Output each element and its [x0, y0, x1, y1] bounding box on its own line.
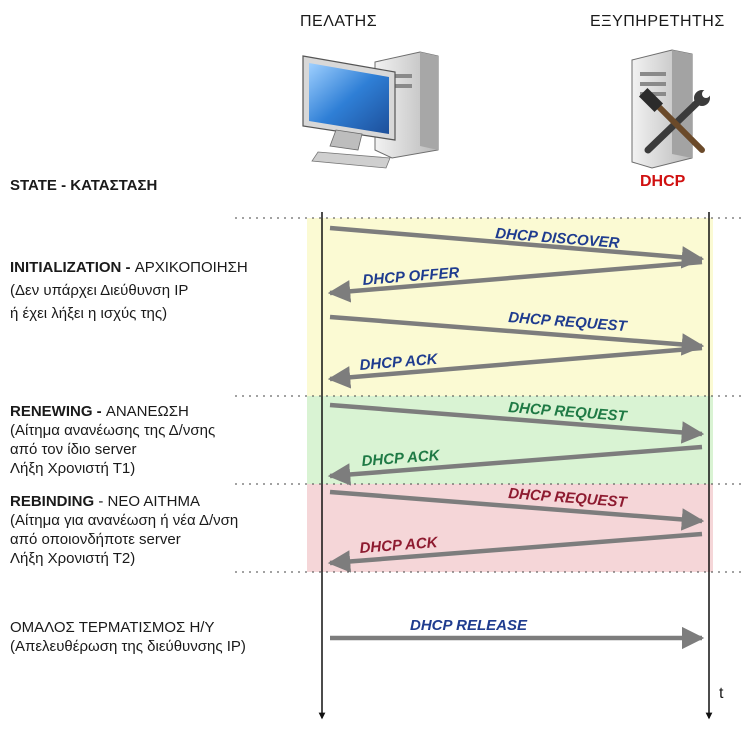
- message-arrow: [327, 444, 703, 486]
- state-initialization-line: ή έχει λήξει η ισχύς της): [10, 305, 168, 322]
- state-initialization-title: INITIALIZATION - ΑΡΧΙΚΟΠΟΙΗΣΗ: [10, 258, 248, 277]
- desktop-computer-icon: [302, 51, 439, 169]
- state-separators: [235, 217, 745, 573]
- server-dhcp-tag: DHCP: [640, 173, 686, 190]
- client-header: ΠΕΛΑΤΗΣ: [300, 13, 378, 30]
- message-arrow: [329, 225, 705, 269]
- message-arrow: [329, 489, 705, 531]
- state-renewing-line: Λήξη Χρονιστή Τ1): [10, 460, 136, 477]
- state-shutdown-title: ΟΜΑΛΟΣ ΤΕΡΜΑΤΙΣΜΟΣ Η/Υ: [10, 618, 214, 637]
- message-arrow: [329, 402, 705, 444]
- message-arrow: [329, 314, 705, 356]
- time-label: t: [719, 685, 724, 702]
- message-label: DHCP ACK: [361, 447, 441, 470]
- state-rebinding-line: (Αίτημα για ανανέωση ή νέα Δ/νση: [10, 512, 239, 529]
- server-tools-icon: [631, 49, 710, 169]
- state-renewing-title: RENEWING - ΑΝΑΝΕΩΣΗ: [10, 402, 189, 421]
- state-title-rest: - ΝΕΟ ΑΙΤΗΜΑ: [94, 493, 201, 510]
- state-rebinding-title: REBINDING - ΝΕΟ ΑΙΤΗΜΑ: [10, 492, 200, 511]
- state-title-bold: REBINDING: [10, 493, 95, 510]
- state-title-rest: ΑΡΧΙΚΟΠΟΙΗΣΗ: [130, 259, 248, 276]
- message-arrow: [327, 531, 703, 573]
- state-title-bold: INITIALIZATION -: [10, 259, 131, 276]
- state-renewing-line: από τον ίδιο server: [10, 441, 137, 458]
- message-arrow: [327, 345, 703, 389]
- state-initialization-line: (Δεν υπάρχει Διεύθυνση IP: [10, 282, 189, 299]
- server-header: ΕΞΥΠΗΡΕΤΗΤΗΣ: [590, 13, 725, 30]
- state-title-bold: RENEWING -: [10, 403, 102, 420]
- band-initialization: [307, 218, 713, 396]
- message-label: DHCP RELEASE: [410, 617, 528, 634]
- message-label: DHCP ACK: [359, 534, 439, 557]
- state-renewing-line: (Αίτημα ανανέωσης της Δ/νσης: [10, 422, 216, 439]
- message-label: DHCP ACK: [359, 351, 439, 374]
- state-title-rest: ΑΝΑΝΕΩΣΗ: [101, 403, 189, 420]
- state-shutdown-line: (Απελευθέρωση της διεύθυνσης IP): [10, 638, 246, 655]
- state-rebinding-line: Λήξη Χρονιστή Τ2): [10, 550, 136, 567]
- state-title-rest: ΟΜΑΛΟΣ ΤΕΡΜΑΤΙΣΜΟΣ Η/Υ: [10, 619, 215, 636]
- message-arrow: [327, 259, 703, 303]
- state-title: STATE - ΚΑΤΑΣΤΑΣΗ: [10, 177, 158, 194]
- state-rebinding-line: από οποιονδήποτε server: [10, 531, 181, 548]
